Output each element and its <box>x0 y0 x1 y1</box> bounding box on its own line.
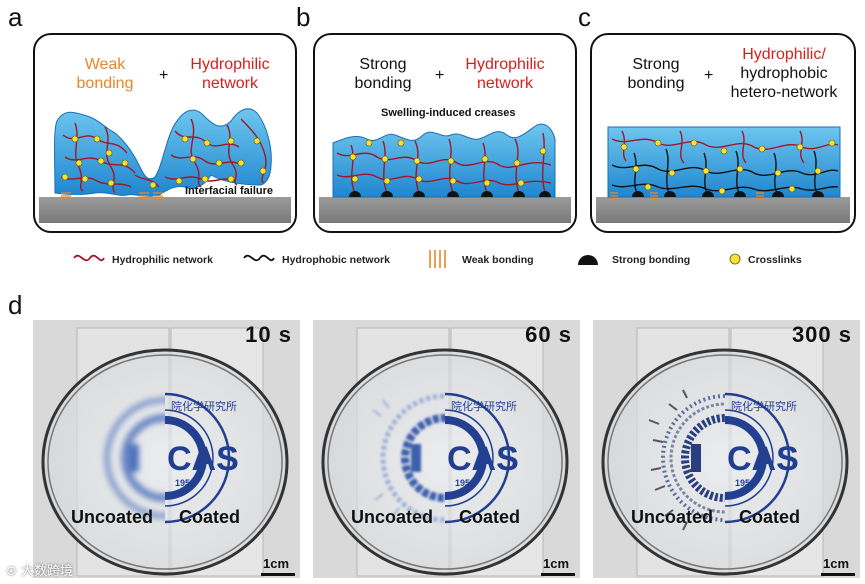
panel-letter-a: a <box>8 2 23 32</box>
crosslink-dot-icon <box>729 253 741 265</box>
panel-a-right-title: Hydrophilic network <box>190 56 270 92</box>
swelling-creases-label: Swelling-induced creases <box>381 107 516 119</box>
legend-weak-bonding-label: Weak bonding <box>462 254 534 266</box>
time-label: 10 s <box>245 322 292 347</box>
legend: Hydrophilic network Hydrophobic network … <box>0 244 865 274</box>
scale-bar-label: 1cm <box>263 556 290 571</box>
photo-300s: CAS 1956 院化学研究所 300 s Uncoated Coated 1c… <box>593 320 860 578</box>
substrate <box>319 197 571 223</box>
panel-b-frame: Strong bonding + Hydrophilic network Swe… <box>313 33 577 233</box>
svg-text:院化学研究所: 院化学研究所 <box>731 399 797 413</box>
time-label: 60 s <box>525 322 572 347</box>
svg-text:CAS: CAS <box>727 440 799 478</box>
panel-a-left-title: Weak bonding <box>76 56 134 92</box>
scale-bar <box>261 573 295 576</box>
uncoated-label: Uncoated <box>351 507 434 527</box>
weak-bonding-marks <box>61 192 163 200</box>
interfacial-failure-label: Interfacial failure <box>185 185 274 197</box>
svg-text:CAS: CAS <box>447 440 519 478</box>
hydrophilic-strands <box>336 132 552 194</box>
panel-c-frame: Strong bonding + Hydrophilic/ hydrophobi… <box>590 33 856 233</box>
scale-bar <box>541 573 575 576</box>
svg-text:CAS: CAS <box>167 440 239 478</box>
watermark: ⊙ 大数跨境 <box>6 564 74 579</box>
hydrogel-layer <box>54 108 272 197</box>
scale-bar-label: 1cm <box>543 556 570 571</box>
panel-letter-b: b <box>296 2 311 32</box>
weak-bonding-icon <box>429 250 446 268</box>
petri-dish-image: CAS 1956 院化学研究所 <box>593 320 860 578</box>
petri-dish-image: CAS 1956 院化学研究所 <box>33 320 300 578</box>
svg-text:1956: 1956 <box>455 478 475 488</box>
legend-hydrophilic-label: Hydrophilic network <box>112 254 213 266</box>
coated-label: Coated <box>739 507 801 527</box>
red-wavy-line-icon <box>73 254 105 262</box>
strong-bonding-marks <box>632 191 824 197</box>
svg-text:院化学研究所: 院化学研究所 <box>451 399 517 413</box>
svg-text:1956: 1956 <box>175 478 195 488</box>
weak-bonding-marks <box>610 192 764 200</box>
watermark-logo-icon: ⊙ <box>6 564 22 579</box>
plus-sign: + <box>435 67 445 84</box>
legend-strong-bonding-label: Strong bonding <box>612 254 691 266</box>
panel-letter-c: c <box>578 2 591 32</box>
panel-a-frame: Weak bonding + Hydrophilic network <box>33 33 297 233</box>
panel-b-left-title: Strong bonding <box>354 56 412 92</box>
uncoated-label: Uncoated <box>631 507 714 527</box>
substrate <box>596 197 850 223</box>
black-wavy-line-icon <box>243 254 275 262</box>
photo-10s: CAS 1956 院化学研究所 10 s Uncoated Coated 1cm <box>33 320 300 578</box>
legend-crosslinks-label: Crosslinks <box>748 254 802 266</box>
panel-c-left-title: Strong bonding <box>627 56 685 92</box>
strong-bonding-icon <box>578 255 598 265</box>
uncoated-label: Uncoated <box>71 507 154 527</box>
coated-label: Coated <box>179 507 241 527</box>
hydrogel-layer <box>607 126 841 198</box>
scale-bar-label: 1cm <box>823 556 850 571</box>
plus-sign: + <box>704 67 714 84</box>
plus-sign: + <box>159 67 169 84</box>
photo-60s: CAS 1956 院化学研究所 60 s Uncoated Coated 1cm <box>313 320 580 578</box>
legend-hydrophobic-label: Hydrophobic network <box>282 254 390 266</box>
panel-c-right-title: Hydrophilic/ hydrophobic hetero-network <box>730 46 838 101</box>
panel-b-right-title: Hydrophilic network <box>465 56 545 92</box>
coated-label: Coated <box>459 507 521 527</box>
strong-bonding-marks <box>349 191 551 197</box>
scale-bar <box>821 573 855 576</box>
panel-a-schematic <box>39 108 291 223</box>
time-label: 300 s <box>791 322 852 347</box>
panel-b-schematic <box>319 123 571 223</box>
panel-letter-d: d <box>8 290 23 320</box>
crosslink-dots <box>620 139 836 195</box>
crosslink-dots <box>61 135 267 189</box>
crosslink-dots <box>349 139 547 187</box>
svg-text:院化学研究所: 院化学研究所 <box>171 399 237 413</box>
petri-dish-image: CAS 1956 院化学研究所 <box>313 320 580 578</box>
substrate <box>39 197 291 223</box>
svg-text:1956: 1956 <box>735 478 755 488</box>
panel-c-schematic <box>596 126 850 223</box>
